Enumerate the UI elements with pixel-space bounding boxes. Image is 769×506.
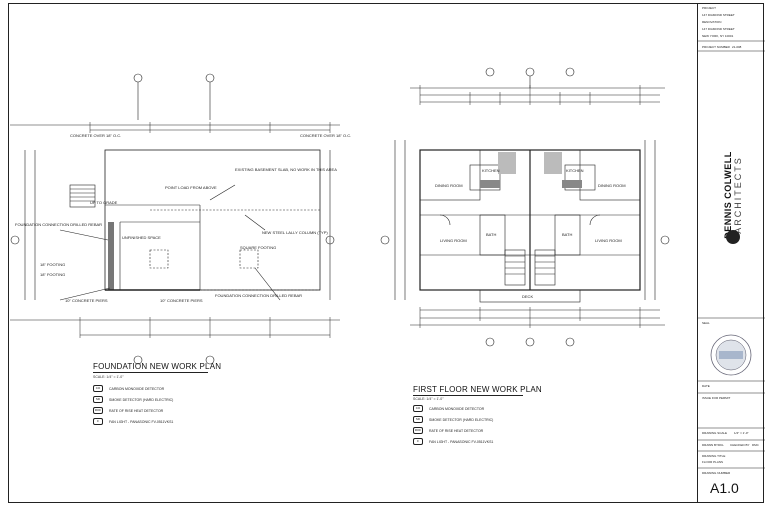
legend-item: CO CARBON MONOXIDE DETECTOR: [93, 383, 173, 394]
project-line: NEW YORK, NY 10001: [702, 34, 734, 38]
legend-symbol: F: [93, 418, 103, 425]
drawing-title-value: FLOOR PLANS: [702, 460, 724, 464]
foundation-note: POINT LOAD FROM ABOVE: [165, 185, 217, 190]
legend-text: FAN LIGHT - PANASONIC FV-0511VKS1: [429, 439, 494, 444]
foundation-note: 10" CONCRETE PIERS: [160, 298, 203, 303]
drawing-number-label: DRAWING NUMBER: [702, 471, 731, 475]
room-label: LIVING ROOM: [440, 238, 467, 243]
title-block: PROJECT 147 DIAMOND STREET RENOVATION 14…: [697, 3, 765, 503]
title-underline: [413, 395, 523, 396]
foundation-note: SQUARE FOOTING: [240, 245, 277, 250]
legend-text: SMOKE DETECTOR (HARD ELECTRIC): [109, 397, 174, 402]
drawing-title-label: DRAWING TITLE: [702, 454, 726, 458]
title-block-lines: [698, 40, 765, 469]
legend-symbol: ROF: [413, 427, 423, 434]
legend-text: CARBON MONOXIDE DETECTOR: [109, 386, 165, 391]
project-number-label: PROJECT NUMBER: [702, 45, 730, 49]
drawn-by-value: DKL: [718, 443, 724, 447]
project-number: 21-008: [732, 45, 742, 49]
foundation-note: UNFINISHED SPACE: [122, 235, 161, 240]
legend-symbol: CO: [93, 385, 103, 392]
legend-item: SD SMOKE DETECTOR (HARD ELECTRIC): [93, 394, 173, 405]
legend-symbol: ROF: [93, 407, 103, 414]
room-label: KITCHEN: [482, 168, 500, 173]
drawing-sheet: [8, 3, 764, 503]
room-label: LIVING ROOM: [595, 238, 622, 243]
checked-by-label: CHECKED BY: [730, 443, 750, 447]
firm-logo: DENNIS COLWELL ARCHITECTS: [708, 145, 758, 245]
foundation-note: CONCRETE OVER 18" O.C.: [70, 133, 122, 138]
room-label: BATH: [562, 232, 573, 237]
foundation-note: NEW STEEL LALLY COLUMN (TYP): [262, 230, 328, 235]
legend-text: SMOKE DETECTOR (HARD ELECTRIC): [429, 417, 494, 422]
project-line: RENOVATION: [702, 20, 722, 24]
legend-symbol: SD: [413, 416, 423, 423]
foundation-note: 10" CONCRETE PIERS: [65, 298, 108, 303]
legend-item: SD SMOKE DETECTOR (HARD ELECTRIC): [413, 414, 493, 425]
legend-item: CO CARBON MONOXIDE DETECTOR: [413, 403, 493, 414]
room-label: KITCHEN: [566, 168, 584, 173]
room-label: DINING ROOM: [435, 183, 463, 188]
foundation-plan-title: FOUNDATION NEW WORK PLAN: [93, 362, 222, 371]
legend-item: ROF RATE OF RISE HEAT DETECTOR: [413, 425, 493, 436]
issue-label: ISSUE FOR PERMIT: [702, 396, 731, 400]
legend-symbol: CO: [413, 405, 423, 412]
legend-symbol: SD: [93, 396, 103, 403]
scale-value: 1/4" = 1'-0": [734, 431, 749, 435]
foundation-note: FOUNDATION CONNECTION DRILLED REBAR: [215, 293, 303, 298]
date-label: DATE: [702, 384, 710, 388]
legend-text: RATE OF RISE HEAT DETECTOR: [109, 408, 164, 413]
checked-by-value: DMC: [752, 443, 759, 447]
foundation-note: 18" FOOTING: [40, 262, 66, 267]
project-line: 147 DIAMOND STREET: [702, 27, 735, 31]
foundation-note: CONCRETE OVER 18" O.C.: [300, 133, 352, 138]
foundation-note: 18" FOOTING: [40, 272, 66, 277]
room-label: BATH: [486, 232, 497, 237]
legend-item: F FAN LIGHT - PANASONIC FV-0511VKS1: [93, 416, 173, 427]
project-label: PROJECT: [702, 6, 717, 10]
title-underline: [93, 372, 208, 373]
firm-emblem-icon: [726, 230, 740, 244]
foundation-legend: CO CARBON MONOXIDE DETECTOR SD SMOKE DETEC…: [93, 383, 173, 427]
first-floor-plan-title: FIRST FLOOR NEW WORK PLAN: [413, 385, 542, 394]
legend-item: F FAN LIGHT - PANASONIC FV-0511VKS1: [413, 436, 493, 447]
project-line: 147 DIAMOND STREET: [702, 13, 735, 17]
foundation-note: UP TO GRADE: [90, 200, 118, 205]
room-label: DECK: [522, 294, 534, 299]
legend-text: CARBON MONOXIDE DETECTOR: [429, 406, 485, 411]
drawing-number: A1.0: [710, 480, 739, 496]
first-floor-legend: CO CARBON MONOXIDE DETECTOR SD SMOKE DETEC…: [413, 403, 493, 447]
seal-label: SEAL: [702, 321, 710, 325]
legend-text: FAN LIGHT - PANASONIC FV-0511VKS1: [109, 419, 174, 424]
legend-text: RATE OF RISE HEAT DETECTOR: [429, 428, 484, 433]
legend-symbol: F: [413, 438, 423, 445]
scale-label: DRAWING SCALE: [702, 431, 728, 435]
room-label: DINING ROOM: [598, 183, 626, 188]
foundation-note: EXISTING BASEMENT SLAB, NO WORK IN THIS …: [235, 167, 337, 172]
drawn-by-label: DRAWN BY: [702, 443, 719, 447]
first-floor-plan-scale: SCALE: 1/4" = 1'-0": [413, 397, 444, 401]
foundation-plan-scale: SCALE: 1/4" = 1'-0": [93, 375, 124, 379]
legend-item: ROF RATE OF RISE HEAT DETECTOR: [93, 405, 173, 416]
foundation-note: FOUNDATION CONNECTION DRILLED REBAR: [15, 222, 103, 227]
